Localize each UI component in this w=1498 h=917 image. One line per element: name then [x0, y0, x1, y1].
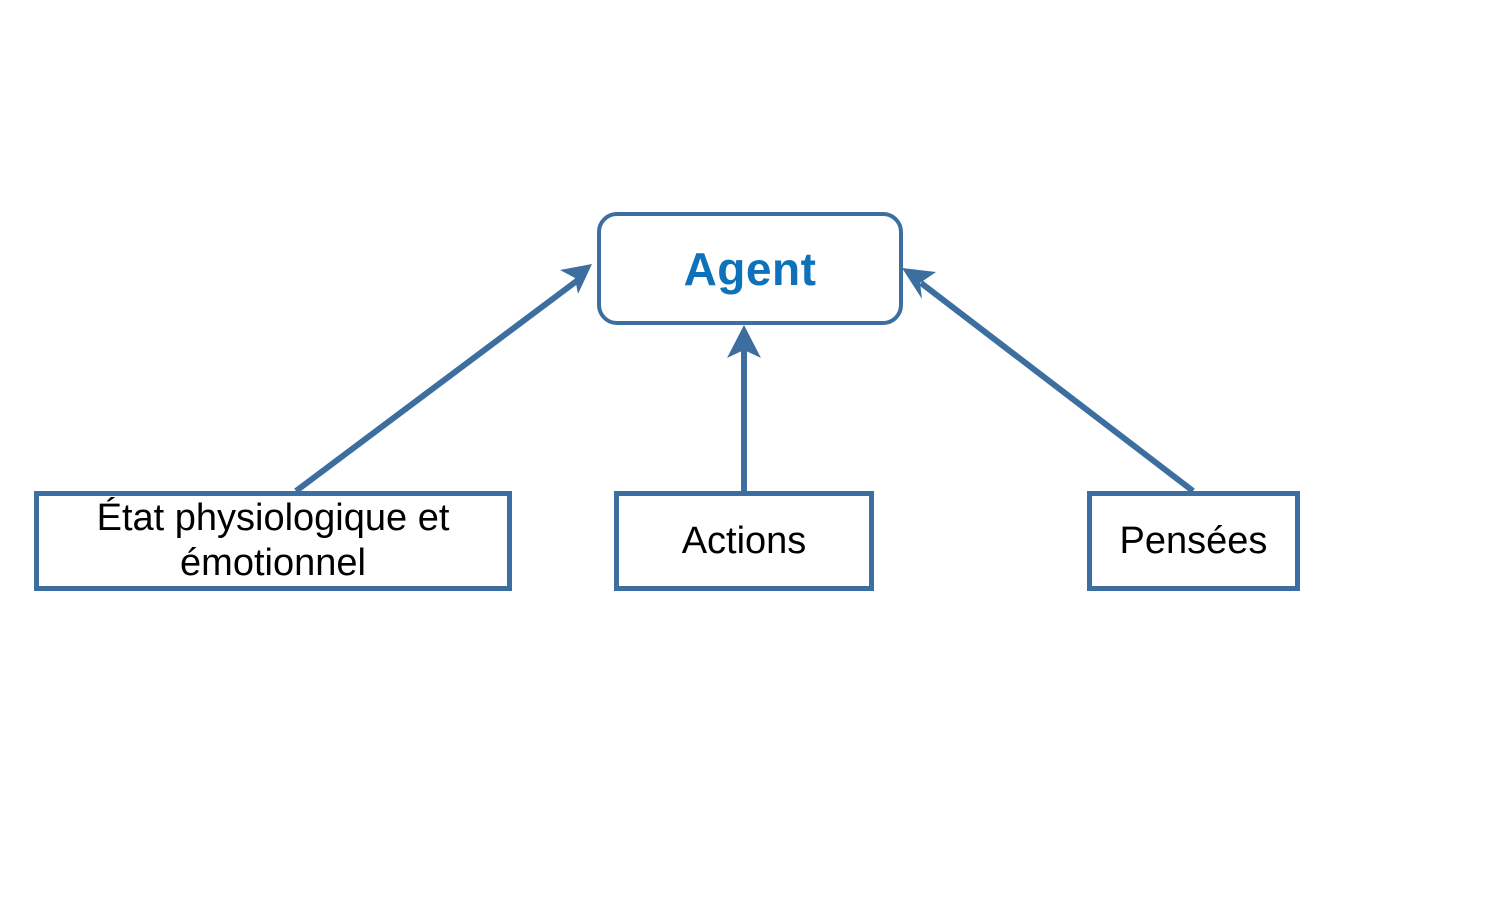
- node-agent[interactable]: Agent: [597, 212, 903, 325]
- node-actions-label: Actions: [681, 519, 807, 562]
- edge-thoughts-to-agent: [902, 268, 1195, 494]
- node-state-label: État physiologique et émotionnel: [96, 497, 450, 584]
- node-actions[interactable]: Actions: [614, 491, 874, 591]
- node-state-physiological-emotional[interactable]: État physiologique et émotionnel: [34, 491, 512, 591]
- edge-state-to-agent: [294, 264, 592, 494]
- node-thoughts-label: Pensées: [1119, 519, 1268, 562]
- edge-actions-to-agent: [727, 325, 761, 491]
- arrowhead-right-icon: [902, 268, 936, 299]
- arrowhead-center-icon: [727, 325, 761, 358]
- node-thoughts[interactable]: Pensées: [1087, 491, 1300, 591]
- node-agent-label: Agent: [683, 242, 817, 295]
- arrowhead-left-icon: [560, 264, 592, 294]
